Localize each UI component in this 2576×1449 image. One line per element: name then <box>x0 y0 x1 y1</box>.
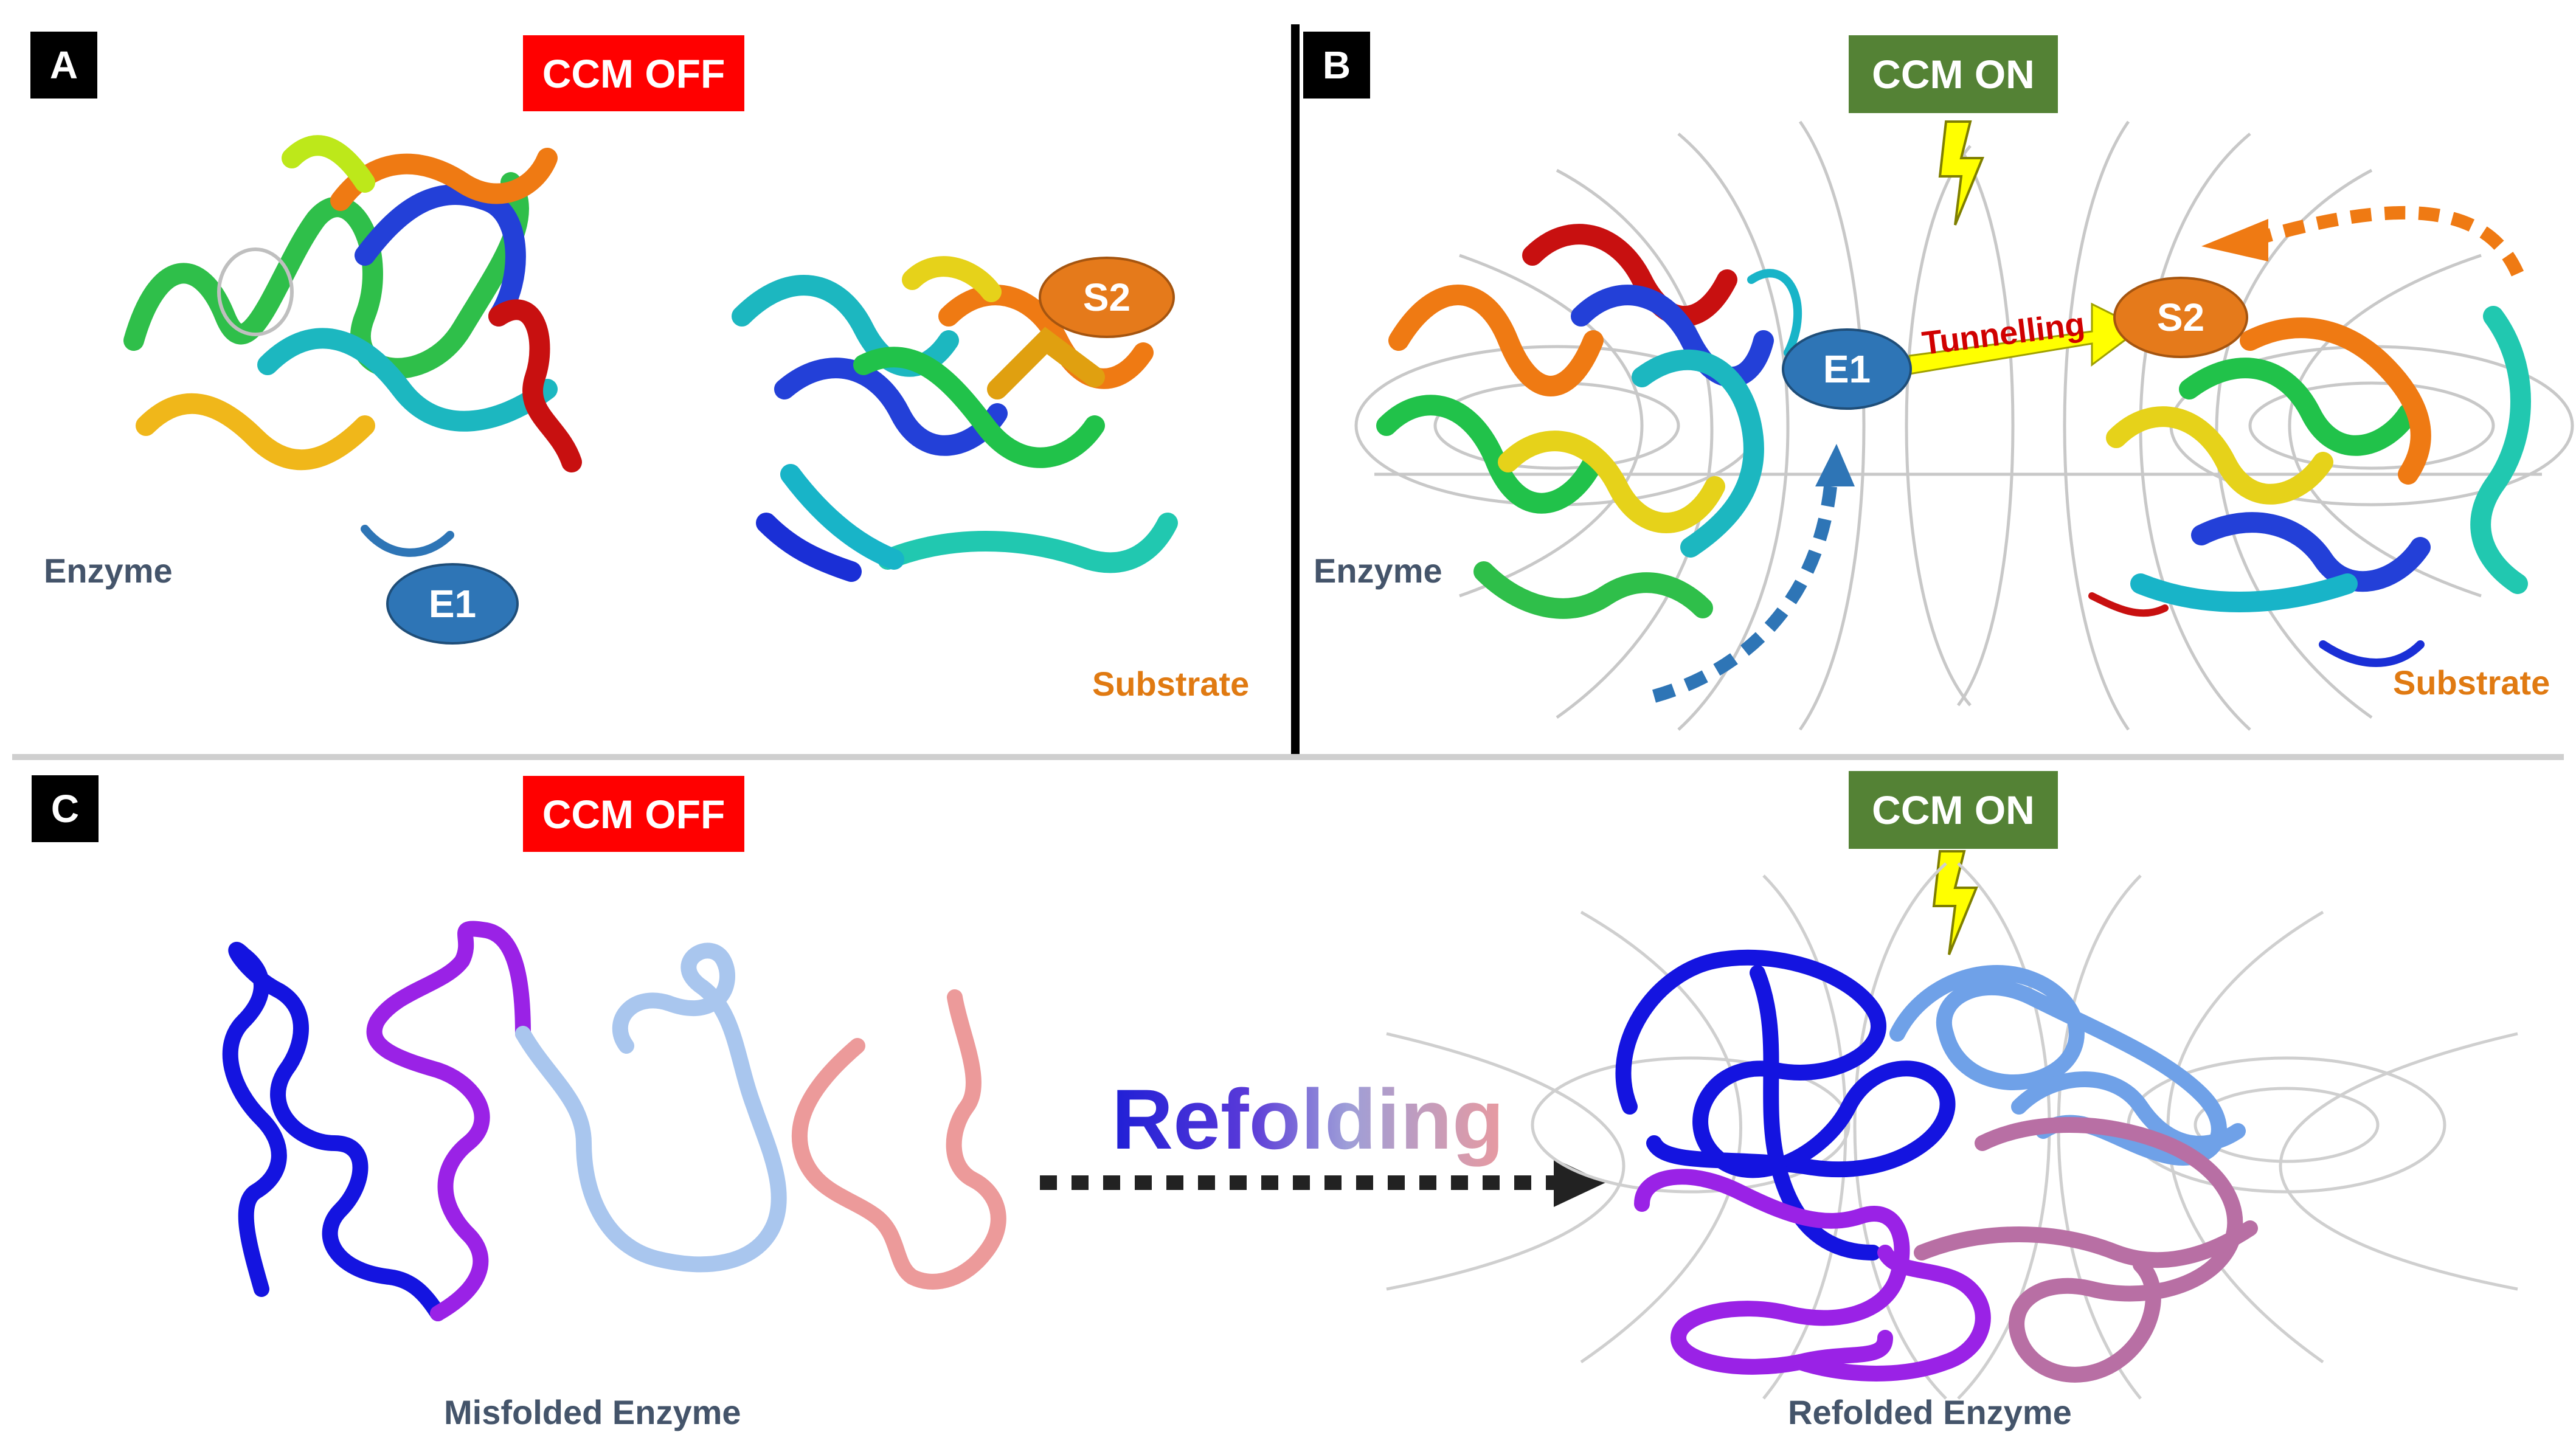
enzyme-structure-b <box>1376 224 1802 619</box>
ccm-off-badge-a: CCM OFF <box>523 35 744 111</box>
lightning-bolt-icon <box>1932 850 1978 955</box>
misfolded-caption: Misfolded Enzyme <box>444 1393 741 1431</box>
refolded-caption: Refolded Enzyme <box>1788 1393 2072 1431</box>
dotted-arrow-icon <box>2260 206 2524 277</box>
node-s2-b: S2 <box>2113 277 2248 358</box>
ccm-on-badge-b: CCM ON <box>1849 35 2058 113</box>
enzyme-ligand-a <box>217 247 294 336</box>
ccm-on-badge-c: CCM ON <box>1849 771 2058 849</box>
refolding-arrow-head <box>1554 1158 1605 1207</box>
dotted-arrow-head-blue <box>1815 444 1855 486</box>
lightning-bolt-icon <box>1938 120 1984 226</box>
substrate-label-a: Substrate <box>1092 665 1250 703</box>
misfolded-chain <box>222 921 1006 1321</box>
substrate-structure-b <box>2088 306 2531 667</box>
refolded-chain <box>1615 949 2258 1383</box>
ccm-off-badge-c: CCM OFF <box>523 776 744 852</box>
panel-letter-c: C <box>32 775 99 842</box>
enzyme-label-a: Enzyme <box>44 552 173 590</box>
dotted-arrow-icon <box>1652 485 1837 703</box>
node-e1-b: E1 <box>1782 328 1912 410</box>
tunnelling-arrow <box>1908 302 2142 375</box>
enzyme-label-b: Enzyme <box>1314 552 1442 590</box>
panel-letter-b: B <box>1303 32 1370 99</box>
node-e1-a: E1 <box>386 563 519 645</box>
substrate-label-b: Substrate <box>2393 663 2550 702</box>
refolding-label: Refolding <box>1112 1070 1504 1169</box>
node-s2-a: S2 <box>1039 257 1175 338</box>
enzyme-structure-a <box>123 135 582 557</box>
panel-letter-a: A <box>30 32 97 99</box>
substrate-structure-a <box>732 256 1178 582</box>
dotted-arrow-head-orange <box>2201 219 2268 261</box>
